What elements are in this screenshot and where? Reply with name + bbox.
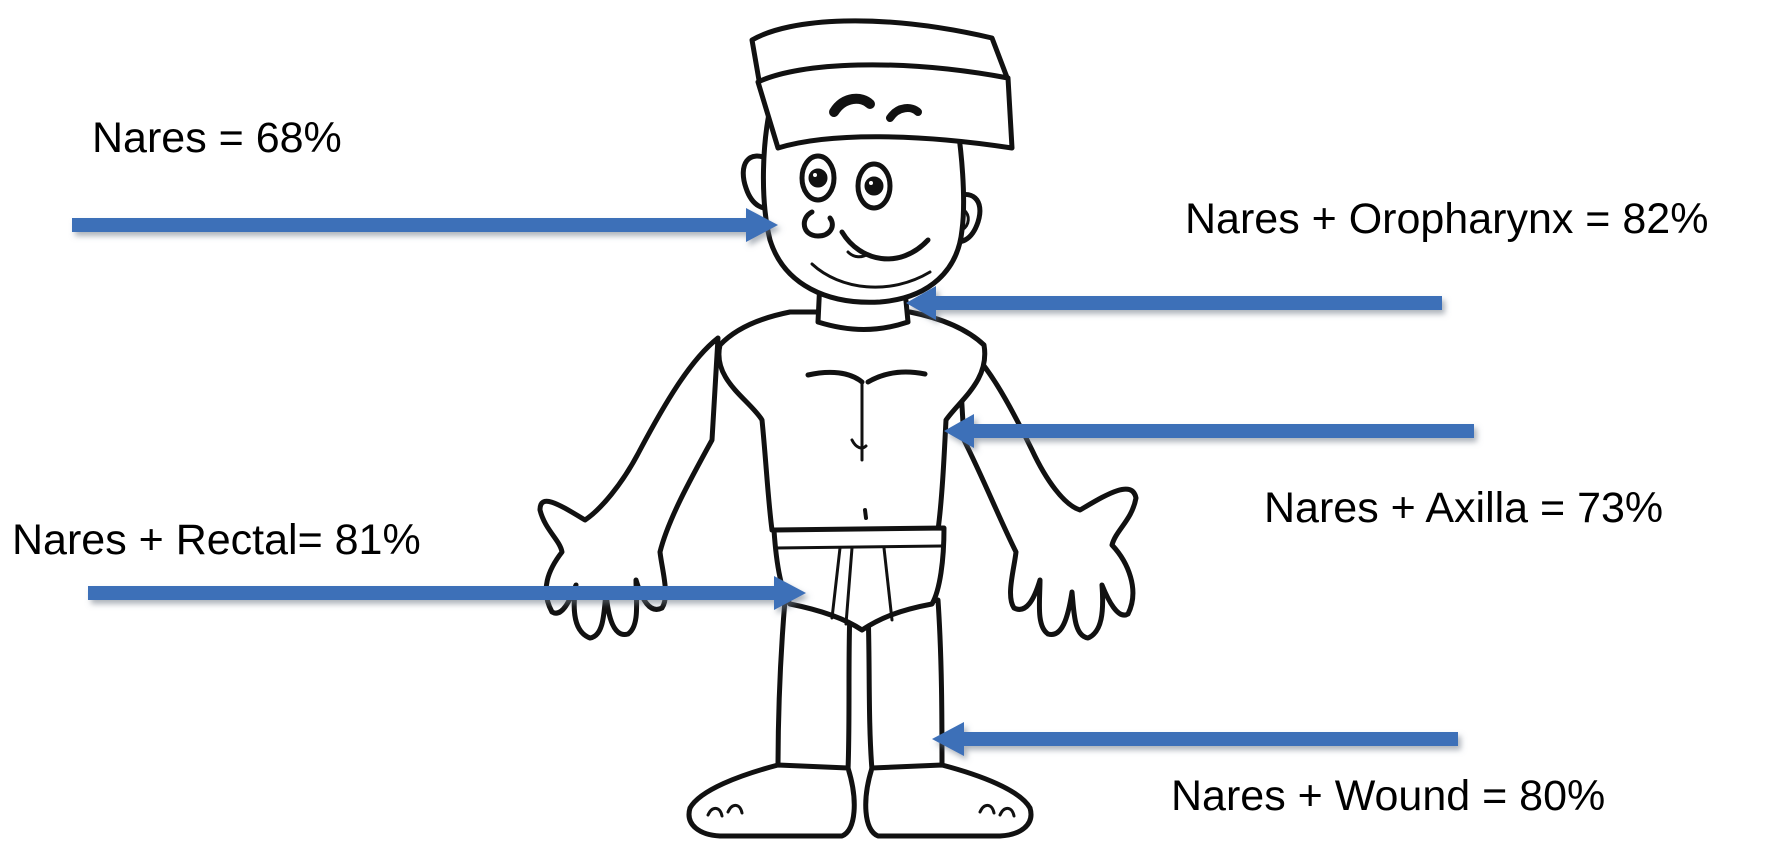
arrow-wound [932,722,1458,756]
arrow-rectal [88,576,806,610]
right-leg [868,600,942,770]
label-nares-wound: Nares + Wound = 80% [1171,775,1605,818]
label-nares-oropharynx: Nares + Oropharynx = 82% [1185,198,1708,241]
label-nares: Nares = 68% [92,117,342,160]
torso [719,312,985,530]
left-leg [778,600,850,770]
arrow-oropharynx [906,286,1442,320]
right-foot [866,765,1031,836]
hat-band [758,65,1012,148]
label-nares-rectal: Nares + Rectal= 81% [12,519,421,562]
label-nares-axilla: Nares + Axilla = 73% [1264,487,1663,530]
right-arm [958,338,1136,638]
left-foot [689,765,854,836]
arrow-nares [72,208,778,242]
